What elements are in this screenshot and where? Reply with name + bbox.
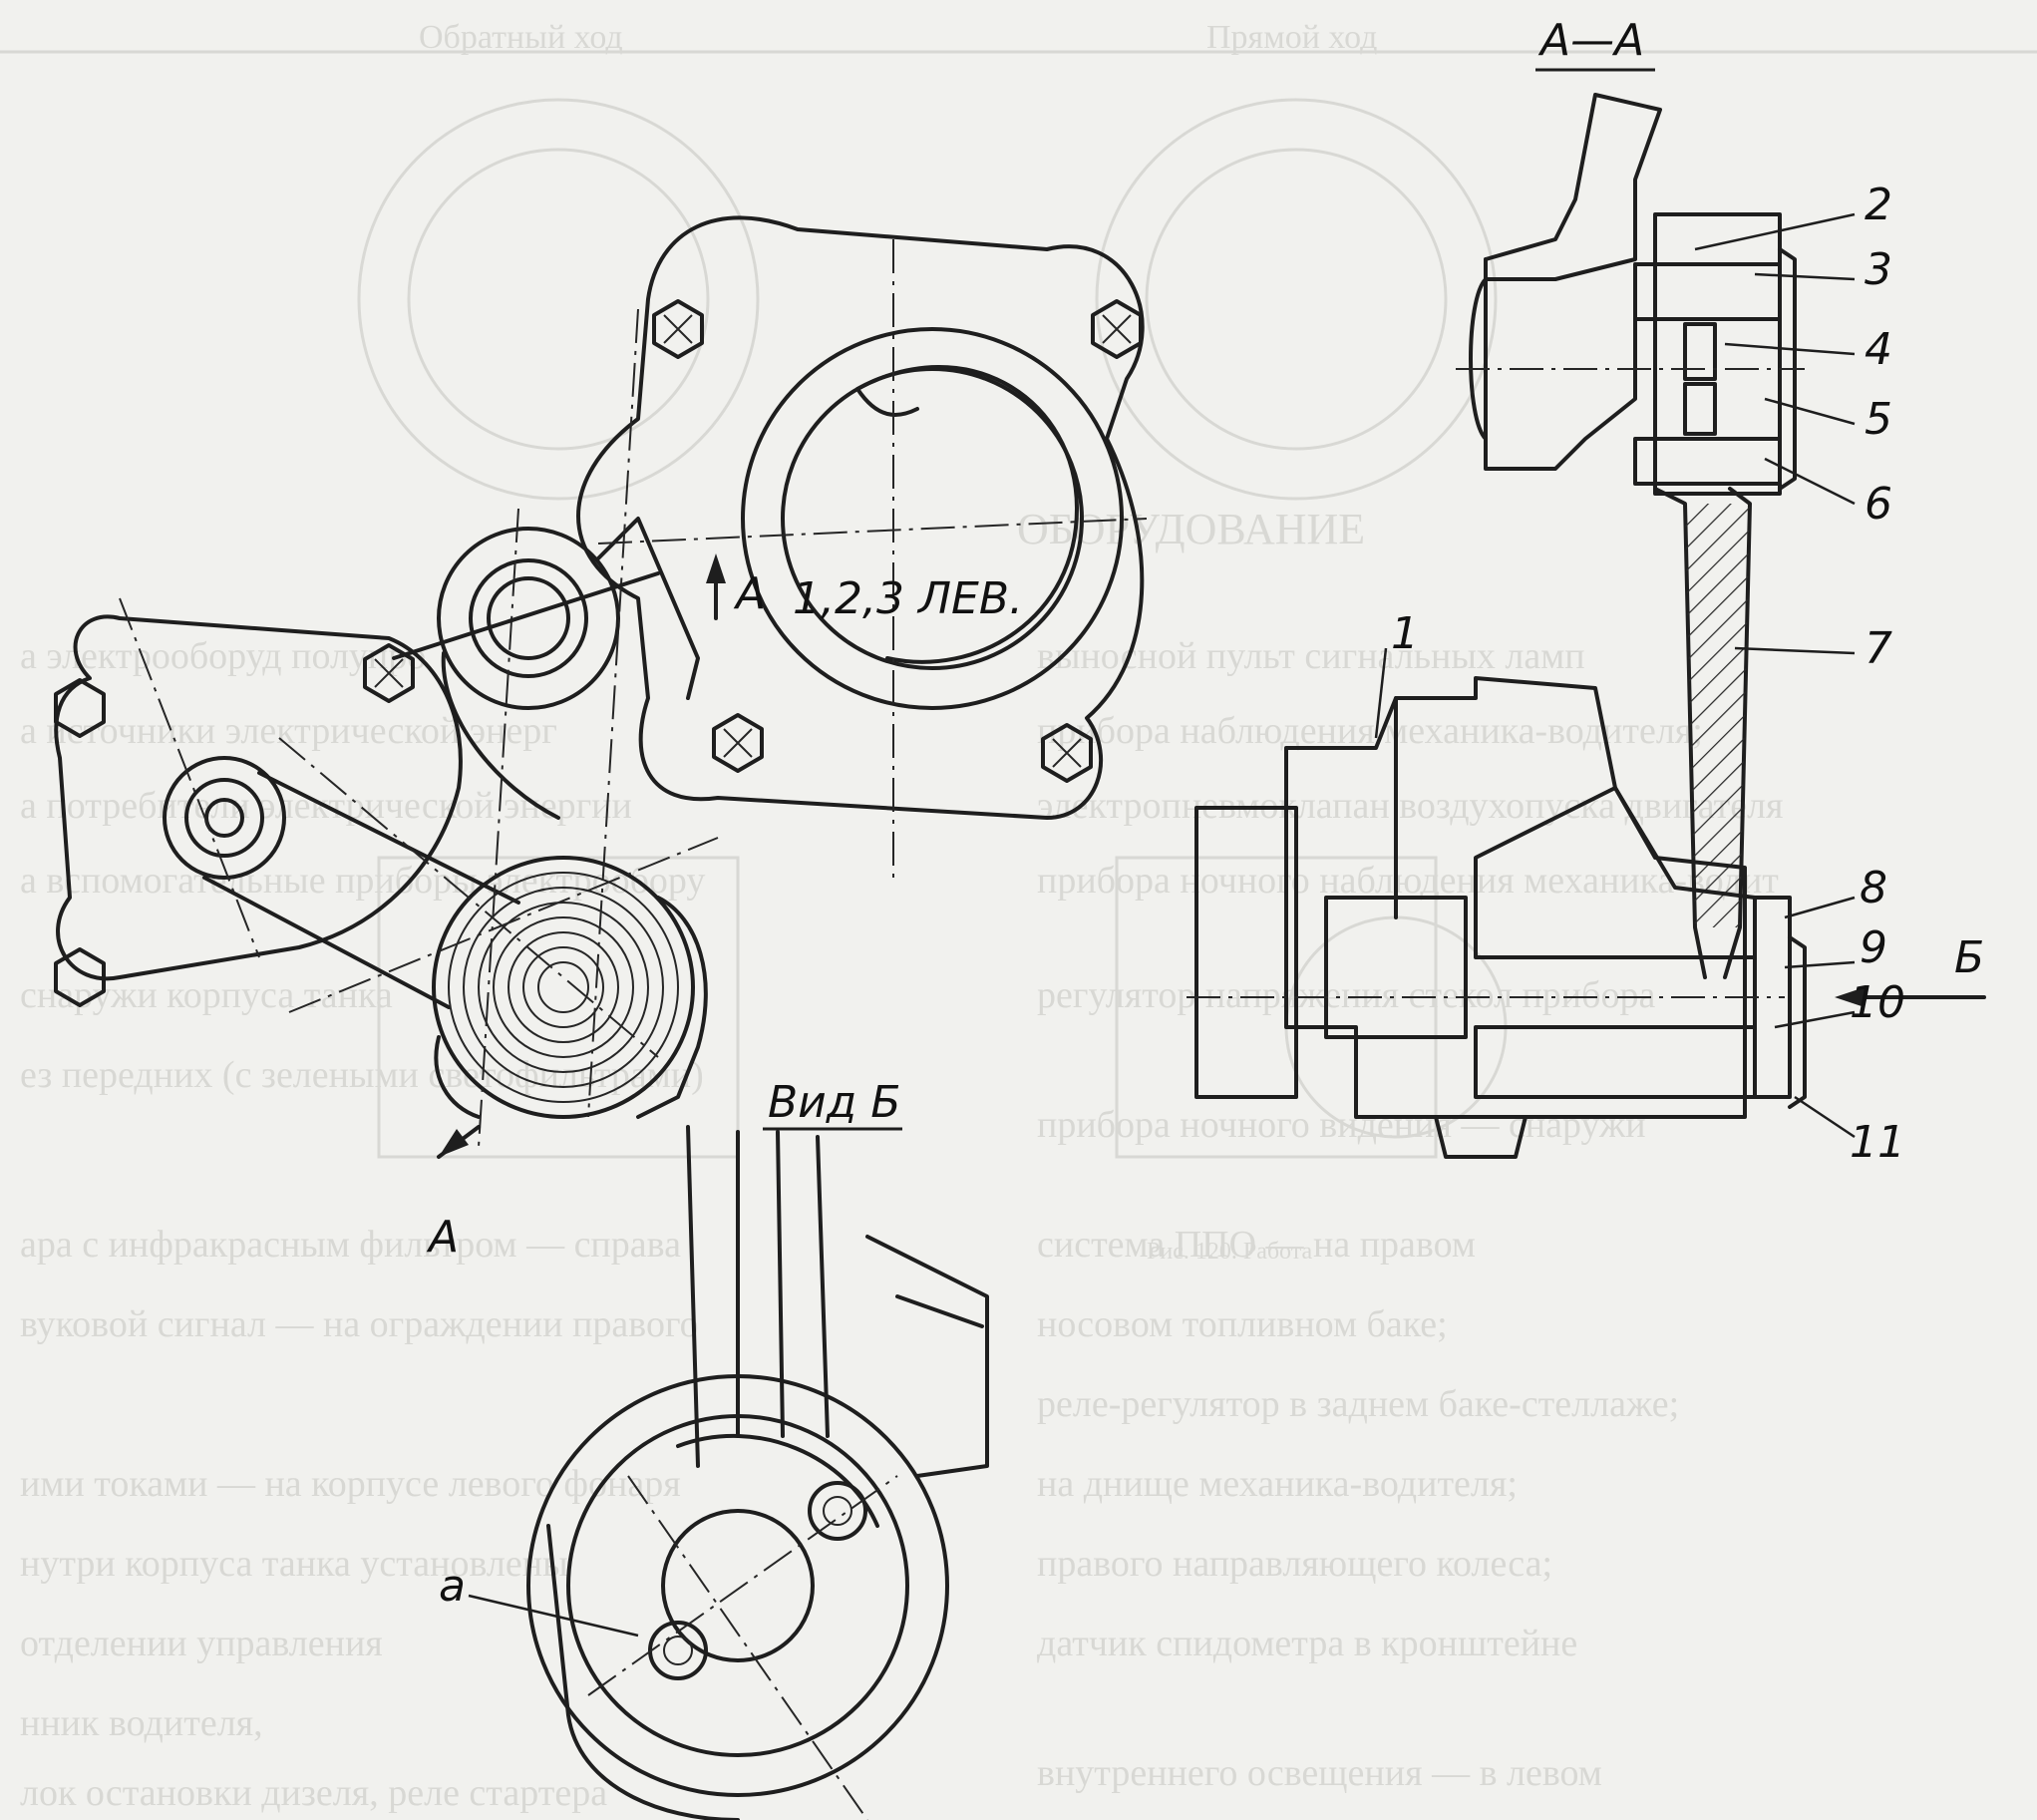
part-2: 2 (1865, 180, 1892, 230)
ghost-figure-caption: Рис. 120. Работа (1147, 1239, 1313, 1265)
section-a-a: А—А Б (1187, 15, 1986, 1168)
hand-note: 1,2,3 ЛЕВ. (793, 573, 1023, 624)
part-3: 3 (1865, 244, 1892, 295)
section-marker-a-top: А (733, 568, 766, 619)
part-numbers: 1 2 3 4 5 6 7 8 9 10 11 (1391, 180, 1905, 1168)
part-10: 10 (1850, 977, 1905, 1028)
svg-text:на днище механика-водителя;: на днище механика-водителя; (1037, 1463, 1518, 1505)
svg-text:ОБОРУДОВАНИЕ: ОБОРУДОВАНИЕ (1017, 505, 1365, 553)
svg-text:прибора наблюдения механика-во: прибора наблюдения механика-водителя; (1037, 710, 1703, 752)
bleed-through-layer: Обратный ход Прямой ход а электрооборуд … (0, 19, 2037, 1814)
svg-text:прибора ночного наблюдения мех: прибора ночного наблюдения механика-води… (1037, 860, 1779, 902)
svg-text:система ППО — на правом: система ППО — на правом (1037, 1224, 1476, 1266)
part-7: 7 (1865, 623, 1892, 674)
view-b-title: Вид Б (768, 1077, 900, 1128)
svg-text:лок остановки дизеля, реле ста: лок остановки дизеля, реле стартера (20, 1772, 607, 1814)
part-5: 5 (1865, 394, 1892, 445)
section-title: А—А (1537, 15, 1644, 66)
svg-text:электропневмоклапан воздухопус: электропневмоклапан воздухопуска двигате… (1037, 785, 1784, 827)
ghost-caption-right: Прямой ход (1206, 19, 1377, 56)
svg-text:а электрооборуд полупро: а электрооборуд полупро (20, 635, 426, 677)
part-8: 8 (1860, 863, 1887, 913)
svg-text:датчик спидометра в кронштейне: датчик спидометра в кронштейне (1037, 1623, 1577, 1664)
view-b: Вид Б а (439, 1077, 989, 1820)
svg-text:отделении управления: отделении управления (20, 1623, 383, 1664)
svg-text:выносной пульт сигнальных ламп: выносной пульт сигнальных ламп (1037, 635, 1585, 677)
lug-bolts (363, 299, 1143, 783)
svg-text:внутреннего освещения — в лево: внутреннего освещения — в левом (1037, 1752, 1602, 1794)
part-11: 11 (1850, 1117, 1905, 1168)
ghost-caption-left: Обратный ход (419, 19, 623, 56)
part-leaders (1374, 212, 1856, 1139)
svg-text:ез передних (с зелеными светоф: ез передних (с зелеными светофильтрами) (20, 1054, 704, 1096)
coil-spring (432, 856, 708, 1119)
svg-text:снаружи корпуса танка: снаружи корпуса танка (20, 974, 393, 1016)
svg-text:нутри корпуса танка установлен: нутри корпуса танка установлены (20, 1543, 568, 1585)
part-1: 1 (1391, 608, 1419, 659)
svg-text:нник водителя,: нник водителя, (20, 1702, 263, 1744)
plan-view: А А 1,2,3 ЛЕВ. (54, 215, 1148, 1263)
svg-text:а вспомогательные приборы элек: а вспомогательные приборы электрообору (20, 860, 705, 902)
svg-text:вуковой сигнал — на ограждении: вуковой сигнал — на ограждении правого (20, 1303, 699, 1345)
svg-text:реле-регулятор в заднем баке-с: реле-регулятор в заднем баке-стеллаже; (1037, 1383, 1679, 1425)
svg-text:правого направляющего колеса;: правого направляющего колеса; (1037, 1543, 1552, 1585)
svg-text:регулятор напряжения стекол пр: регулятор напряжения стекол прибора (1037, 974, 1655, 1016)
part-4: 4 (1865, 324, 1892, 375)
svg-text:ими токами — на корпусе левого: ими токами — на корпусе левого фонаря (20, 1463, 681, 1505)
view-marker-b: Б (1954, 932, 1984, 983)
svg-text:носовом топливном баке;: носовом топливном баке; (1037, 1303, 1448, 1345)
svg-text:прибора ночного видения — снар: прибора ночного видения — снаружи (1037, 1104, 1646, 1146)
part-9: 9 (1860, 922, 1887, 973)
rim-letter: а (439, 1561, 466, 1612)
svg-text:ара с инфракрасным фильтром —: ара с инфракрасным фильтром — справа (20, 1224, 681, 1266)
part-6: 6 (1865, 479, 1892, 530)
section-marker-a-bottom: А (426, 1212, 459, 1263)
view-b-bolt-right (808, 1481, 867, 1541)
